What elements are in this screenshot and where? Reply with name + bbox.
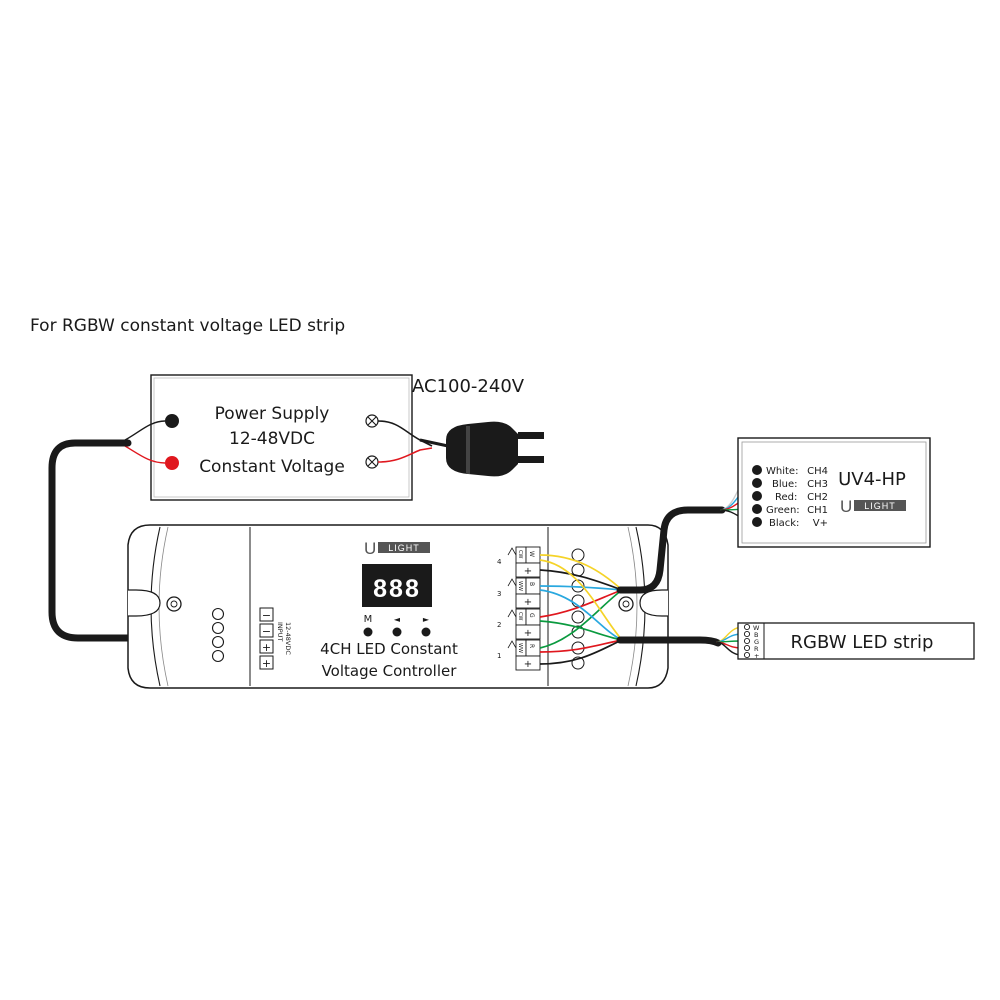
remote-box [737, 437, 931, 548]
channel-4-plus: + [524, 566, 532, 577]
strip-pin-plus: + [754, 652, 759, 660]
input-terminal-block [211, 607, 225, 663]
segment-display: 888 [362, 564, 432, 607]
power-supply-voltage: 12-48VDC [229, 429, 315, 449]
remote-brand-logo: U LIGHT [840, 497, 906, 516]
remote-receiver: White: CH4 Blue: CH3 Red: CH2 Green: CH1… [737, 437, 931, 548]
channel-4-block: 4 CW W + [497, 546, 541, 578]
button-m-label: M [364, 614, 373, 625]
controller-title-line1: 4CH LED Constant [320, 640, 458, 658]
power-supply-title: Power Supply [215, 404, 330, 424]
remote-wire-green: Green: [766, 505, 800, 516]
input-pin-labels: − − + + INPUT 12-48VDC [259, 607, 292, 670]
channel-1-block: 1 WW R + [497, 639, 541, 671]
remote-cable [616, 506, 726, 594]
input-pin-4: + [262, 657, 271, 670]
strip-pin-b: B [754, 631, 758, 639]
channel-3-block: 3 WW B + [497, 577, 541, 609]
channel-2-tag: G [528, 613, 535, 618]
remote-wire-blue: Blue: [772, 479, 798, 490]
remote-wire-red: Red: [775, 492, 797, 503]
power-supply-mode: Constant Voltage [199, 457, 345, 477]
remote-brand-light: LIGHT [864, 501, 896, 511]
remote-brand-u: U [840, 497, 852, 516]
channel-2-block: 2 CW G + [497, 608, 541, 640]
remote-ch-white: CH4 [807, 466, 828, 477]
channel-1-label: WW [517, 643, 523, 653]
channel-1-number: 1 [497, 652, 501, 660]
ac-terminal-l [365, 414, 379, 428]
strip-pads [743, 623, 751, 659]
remote-ch-blue: CH3 [807, 479, 828, 490]
channel-1-tag: R [528, 644, 535, 648]
brand-u: U [364, 539, 376, 558]
remote-ch-black: V+ [813, 518, 828, 529]
diagram-caption: For RGBW constant voltage LED strip [30, 316, 345, 336]
channel-2-label: CW [517, 612, 523, 620]
ac-wires [377, 420, 449, 463]
dc-negative-terminal [165, 414, 179, 428]
channel-2-number: 2 [497, 621, 501, 629]
input-voltage: 12-48VDC [284, 622, 292, 655]
led-strip-body [737, 622, 975, 660]
power-supply: Power Supply 12-48VDC Constant Voltage [150, 374, 413, 501]
dc-wires-upper [124, 420, 166, 464]
remote-ch-red: CH2 [807, 492, 828, 503]
remote-ch-green: CH1 [807, 505, 828, 516]
remote-model: UV4-HP [838, 469, 906, 490]
ac-input-label: AC100-240V [412, 376, 525, 397]
channel-4-label: CW [517, 550, 523, 558]
output-wires [539, 554, 623, 665]
output-channels: 4 CW W + 3 WW B + 2 CW G + [497, 546, 541, 671]
controller-title-line2: Voltage Controller [322, 662, 458, 680]
remote-wire-white: White: [766, 466, 798, 477]
channel-2-plus: + [524, 628, 532, 639]
dc-power-cable [48, 439, 194, 642]
control-buttons: M ◄ ► [363, 614, 431, 637]
input-pin-3: + [262, 641, 271, 654]
channel-3-number: 3 [497, 590, 501, 598]
controller-brand-logo: U LIGHT [364, 539, 430, 558]
strip-cable [616, 636, 722, 647]
left-button[interactable] [392, 627, 402, 637]
button-left-label: ◄ [394, 615, 401, 624]
mode-button[interactable] [363, 627, 373, 637]
led-strip: W B G R + RGBW LED strip [737, 622, 975, 660]
channel-4-tag: W [528, 551, 535, 557]
ac-terminal-n [365, 455, 379, 469]
strip-pin-g: G [754, 638, 759, 646]
button-right-label: ► [423, 615, 430, 624]
mount-hole-right [618, 596, 634, 612]
ac-plug-icon [446, 421, 544, 477]
channel-3-tag: B [528, 582, 535, 586]
strip-pin-w: W [753, 624, 760, 632]
dc-positive-terminal [165, 456, 179, 470]
brand-light: LIGHT [388, 543, 420, 553]
input-pin-2: − [262, 625, 271, 638]
remote-terminals [752, 465, 762, 527]
input-title: INPUT [276, 622, 284, 641]
channel-1-plus: + [524, 659, 532, 670]
mount-hole-left [166, 596, 182, 612]
right-button[interactable] [421, 627, 431, 637]
input-pin-1: − [262, 609, 271, 622]
led-strip-label: RGBW LED strip [791, 632, 934, 653]
channel-3-plus: + [524, 597, 532, 608]
channel-3-label: WW [517, 581, 523, 591]
channel-4-number: 4 [497, 558, 502, 566]
strip-pin-r: R [754, 645, 759, 653]
remote-wire-black: Black: [769, 518, 799, 529]
power-supply-box [150, 374, 413, 501]
display-digits: 888 [373, 575, 421, 603]
